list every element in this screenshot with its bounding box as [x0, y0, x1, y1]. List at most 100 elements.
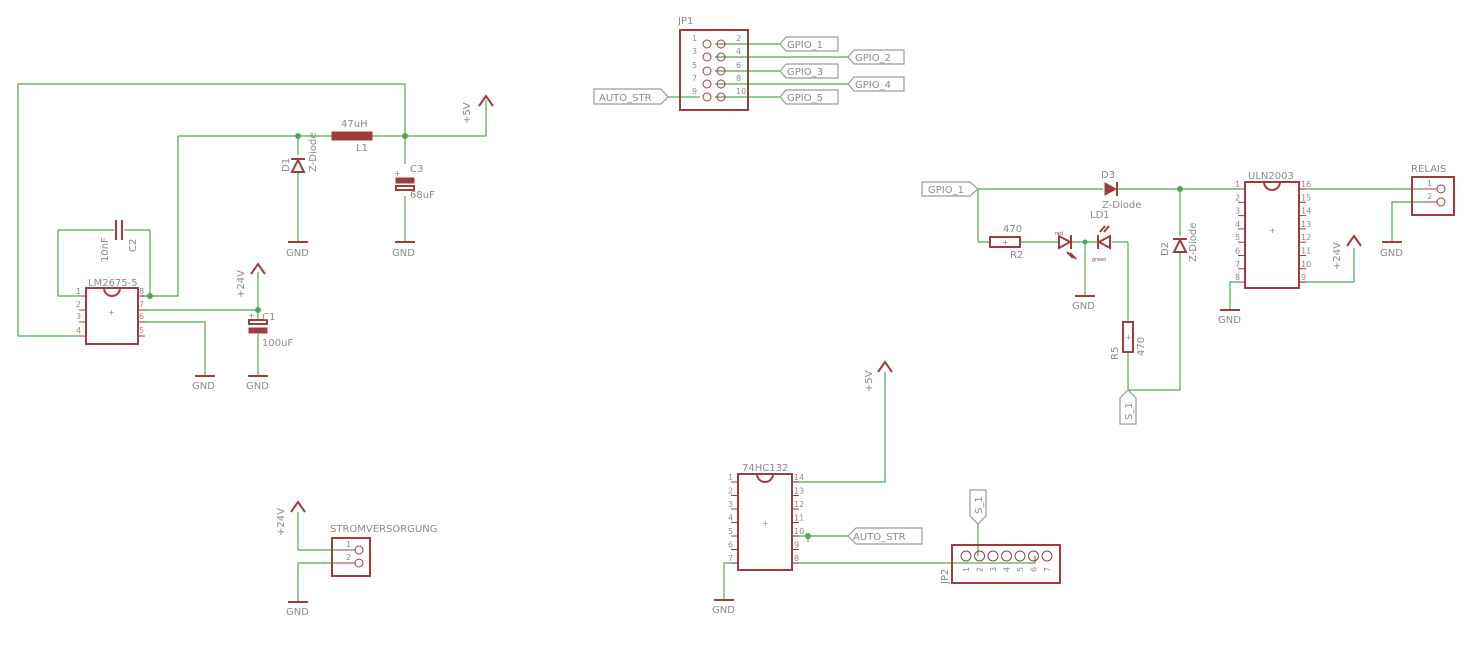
junctions: [147, 133, 1183, 539]
pin-number: 13: [794, 487, 804, 496]
capacitor-c1: + C1 100uF: [248, 311, 293, 349]
svg-text:GPIO_2: GPIO_2: [855, 53, 891, 64]
svg-text:+: +: [108, 308, 115, 317]
zener-d2: D2 Z-Diode: [1160, 223, 1199, 262]
svg-text:68uF: 68uF: [410, 190, 435, 201]
svg-text:GND: GND: [1072, 301, 1095, 312]
jp1-pins-left: [702, 39, 712, 102]
svg-text:S_1: S_1: [1124, 402, 1135, 420]
jp1-pins-right: [716, 39, 726, 102]
pin-number: 14: [1301, 207, 1311, 216]
svg-text:1: 1: [1427, 179, 1432, 188]
pin-number: 7: [1235, 260, 1240, 269]
pin-number: 14: [794, 473, 804, 482]
inductor-l1: 47uH L1: [331, 119, 373, 154]
net-tag-auto-str-jp1: AUTO_STR: [593, 88, 669, 105]
jp2-pin: [960, 550, 972, 562]
svg-text:LD1: LD1: [1090, 210, 1110, 221]
svg-text:S_1: S_1: [974, 496, 985, 514]
svg-text:ULN2003: ULN2003: [1248, 171, 1294, 182]
svg-text:10: 10: [736, 87, 746, 96]
zener-d1: D1 Z-Diode: [281, 133, 319, 173]
net-tag-gpio5: GPIO_5: [779, 89, 839, 105]
pin-number: 8: [1235, 273, 1240, 282]
svg-text:GND: GND: [1380, 248, 1403, 259]
pin-number: 1: [1235, 180, 1240, 189]
svg-text:GND: GND: [1218, 315, 1241, 326]
pin-number: 3: [728, 500, 733, 509]
svg-text:D3: D3: [1101, 170, 1115, 181]
logic-74hc132: 74HC132 +: [737, 463, 793, 571]
svg-text:R2: R2: [1010, 250, 1023, 261]
resistor-r5: + R5 470: [1110, 321, 1147, 360]
svg-text:+: +: [394, 169, 401, 178]
supply-plus24v-c1: +24V: [236, 262, 266, 298]
net-tag-gpio1-driver: GPIO_1: [921, 181, 979, 197]
svg-text:5: 5: [139, 326, 144, 335]
svg-text:2: 2: [1427, 192, 1432, 201]
svg-text:C2: C2: [128, 239, 139, 252]
svg-text:Z-Diode: Z-Diode: [1102, 200, 1141, 211]
pin-number: 11: [794, 514, 804, 523]
header-jp2: JP2: [940, 544, 1061, 585]
svg-text:6: 6: [139, 312, 144, 321]
jp2-pin: [1001, 550, 1012, 562]
supply-plus24v-conn: +24V: [276, 500, 306, 536]
pin-number: 1: [728, 473, 733, 482]
wires: [17, 43, 1424, 602]
svg-text:GND: GND: [246, 381, 269, 392]
svg-text:1: 1: [76, 287, 81, 296]
pin-number: 11: [1301, 247, 1311, 256]
svg-text:GND: GND: [286, 248, 309, 259]
pin-number: 2: [728, 487, 733, 496]
svg-text:red: red: [1055, 231, 1063, 237]
jp2-pin: [1014, 550, 1026, 562]
supply-plus24v-uln: +24V: [1332, 234, 1362, 270]
svg-text:+: +: [1269, 226, 1276, 235]
capacitor-c2: 10nF C2: [100, 220, 139, 262]
svg-text:C3: C3: [410, 164, 423, 175]
svg-text:RELAIS: RELAIS: [1411, 164, 1446, 175]
jp2-pin: [1028, 550, 1039, 562]
svg-text:LM2675-5: LM2675-5: [88, 278, 138, 289]
gnd-symbols: GND GND GND GND GND GND GND GND GND: [192, 241, 1403, 618]
pin-number: 16: [1301, 180, 1311, 189]
svg-text:6: 6: [736, 61, 741, 70]
svg-text:+: +: [762, 519, 769, 528]
pin-number: 7: [1043, 567, 1052, 572]
svg-text:GPIO_1: GPIO_1: [928, 185, 964, 196]
svg-text:GPIO_5: GPIO_5: [787, 93, 823, 104]
pin-number: 4: [728, 514, 733, 523]
svg-text:GPIO_3: GPIO_3: [787, 67, 823, 78]
svg-text:+: +: [1002, 238, 1009, 247]
svg-text:+: +: [1125, 333, 1132, 342]
supply-plus5v-top: +5V: [462, 94, 494, 124]
pin-number: 12: [794, 500, 804, 509]
pin-number: 7: [728, 554, 733, 563]
svg-text:R5: R5: [1110, 347, 1121, 360]
svg-text:9: 9: [692, 87, 697, 96]
svg-text:+24V: +24V: [1332, 242, 1343, 270]
svg-text:8: 8: [736, 74, 741, 83]
svg-text:STROMVERSORGUNG: STROMVERSORGUNG: [330, 524, 437, 535]
svg-text:2: 2: [736, 34, 741, 43]
svg-text:D1: D1: [281, 158, 292, 172]
capacitor-c3: + C3 68uF: [394, 164, 435, 201]
svg-text:GND: GND: [392, 248, 415, 259]
svg-text:3: 3: [692, 47, 697, 56]
regulator-lm2675: LM2675-5 + 1 2 3 4 8 7 6 5: [76, 278, 145, 345]
header-jp1: JP1 1 3 5 7 9 2 4 6 8 10: [677, 16, 749, 111]
svg-text:7: 7: [139, 300, 144, 309]
pin-number: 4: [1003, 567, 1012, 572]
svg-text:+5V: +5V: [864, 370, 875, 392]
pin-number: 4: [1235, 220, 1240, 229]
pin-number: 9: [794, 541, 799, 550]
net-tag-gpio3: GPIO_3: [779, 63, 839, 79]
svg-text:JP2: JP2: [940, 569, 951, 585]
pin-number: 3: [989, 567, 998, 572]
svg-text:D2: D2: [1160, 242, 1171, 256]
pin-number: 10: [794, 527, 804, 536]
